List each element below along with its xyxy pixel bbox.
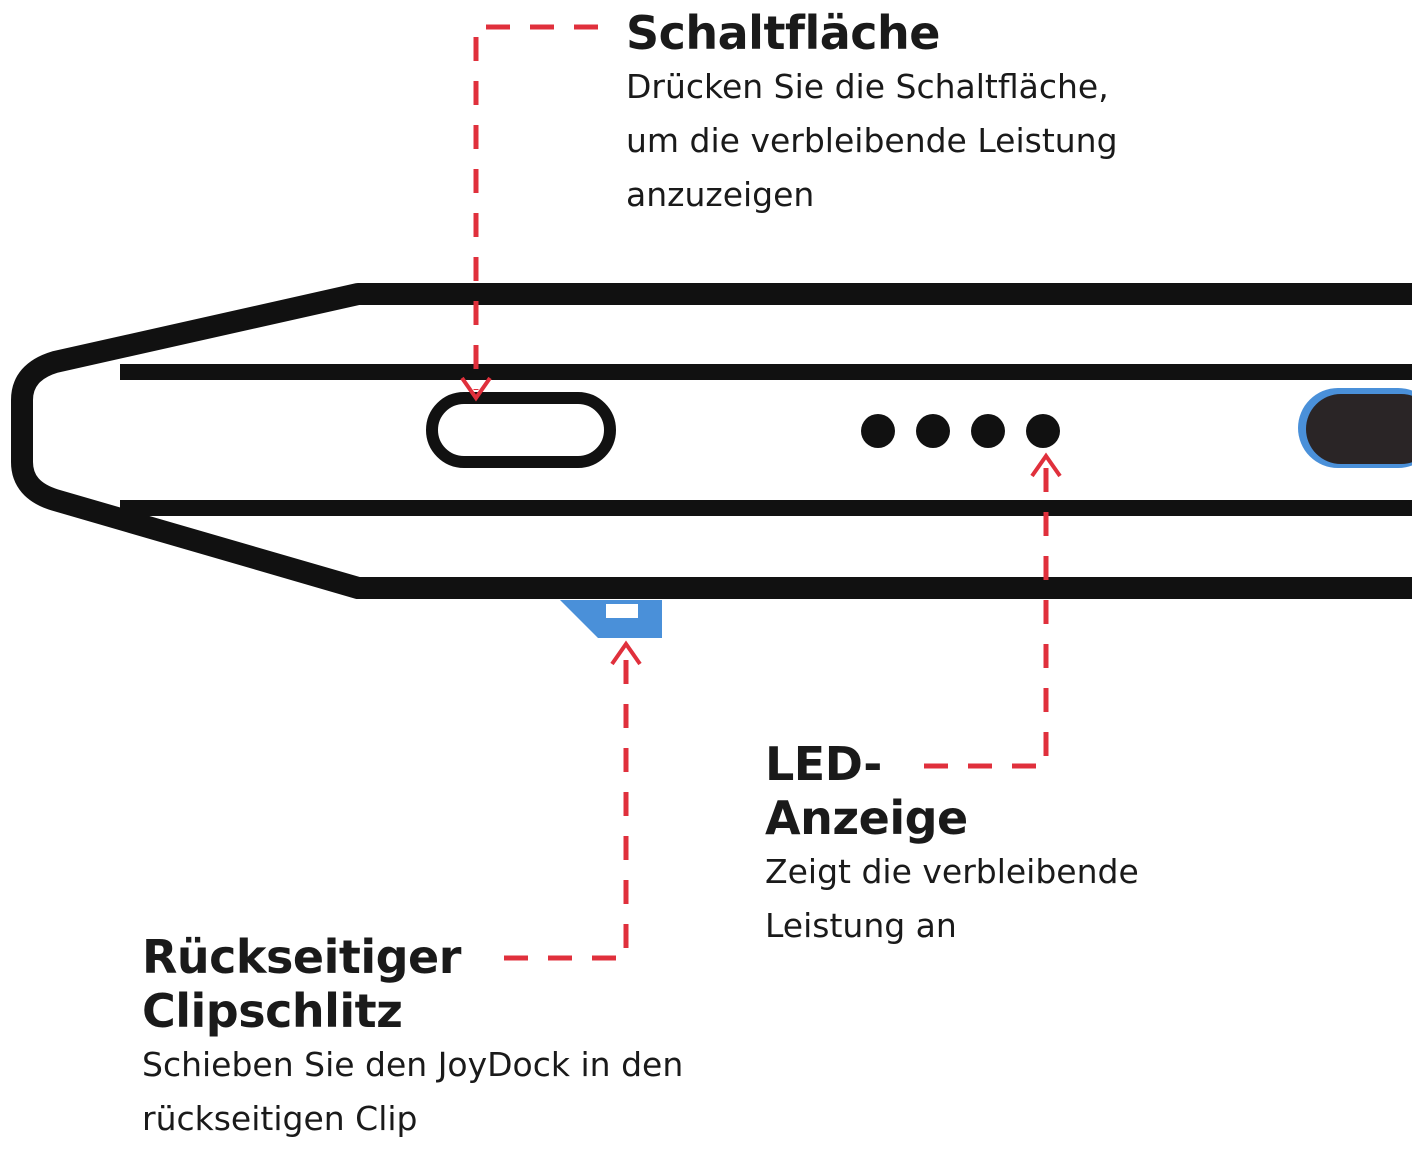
arrow-head-button	[460, 376, 492, 402]
leader-line-led	[924, 466, 1049, 769]
callout-led-desc-line: Leistung an	[765, 906, 957, 945]
arrow-head-clip	[610, 640, 642, 666]
callout-led-description: Zeigt die verbleibende Leistung an	[765, 845, 1285, 953]
power-button	[426, 392, 616, 468]
leader-line-button	[473, 24, 598, 390]
callout-button-description: Drücken Sie die Schaltfläche, um die ver…	[626, 60, 1226, 222]
callout-led-title-line: Anzeige	[765, 791, 968, 845]
callout-led: LED- Anzeige Zeigt die verbleibende Leis…	[765, 737, 1285, 953]
callout-button: Schaltfläche Drücken Sie die Schaltfläch…	[626, 6, 1226, 222]
callout-clip: Rückseitiger Clipschlitz Schieben Sie de…	[142, 930, 782, 1146]
callout-led-title: LED- Anzeige	[765, 737, 1285, 845]
stylus-cap-segment	[1298, 388, 1412, 468]
led-dot-3	[971, 414, 1005, 448]
callout-clip-title: Rückseitiger Clipschlitz	[142, 930, 782, 1038]
callout-button-desc-line: anzuzeigen	[626, 175, 815, 214]
callout-clip-desc-line: rückseitigen Clip	[142, 1099, 418, 1138]
callout-clip-title-line: Rückseitiger	[142, 930, 461, 984]
leader-line-clip	[504, 654, 629, 961]
arrow-head-led	[1030, 452, 1062, 478]
led-dot-2	[916, 414, 950, 448]
callout-clip-desc-line: Schieben Sie den JoyDock in den	[142, 1045, 684, 1084]
callout-led-desc-line: Zeigt die verbleibende	[765, 852, 1139, 891]
led-dot-4	[1026, 414, 1060, 448]
callout-clip-description: Schieben Sie den JoyDock in den rückseit…	[142, 1038, 782, 1146]
clip-slot	[560, 600, 662, 638]
stylus-body-outline	[11, 283, 1412, 599]
callout-clip-title-line: Clipschlitz	[142, 984, 403, 1038]
led-dot-1	[861, 414, 895, 448]
stylus-inner-band	[120, 364, 1412, 516]
callout-button-desc-line: Drücken Sie die Schaltfläche,	[626, 67, 1109, 106]
callout-led-title-line: LED-	[765, 737, 882, 791]
callout-button-title: Schaltfläche	[626, 6, 940, 60]
callout-button-desc-line: um die verbleibende Leistung	[626, 121, 1118, 160]
led-indicator	[861, 414, 1060, 448]
